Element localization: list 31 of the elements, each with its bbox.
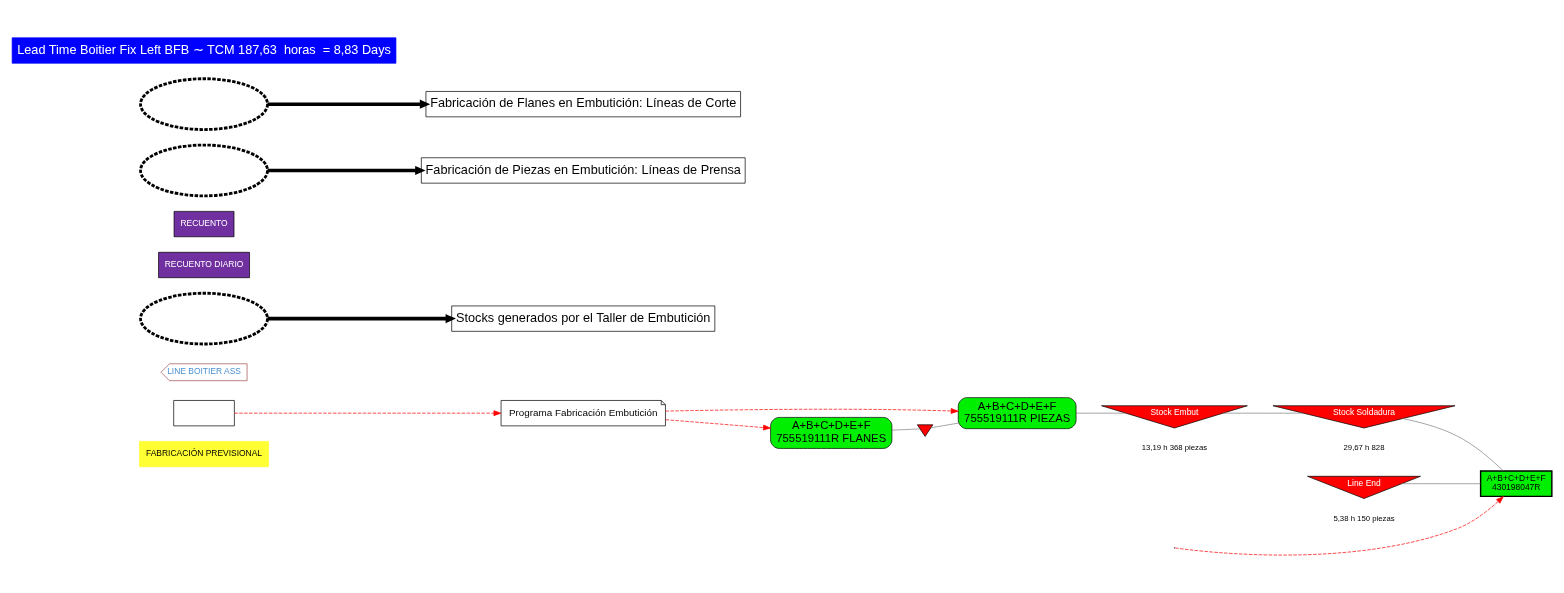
node-box: Fabricación de Piezas en Embutición: Líneas de Prensa	[421, 157, 746, 184]
node-ellipse	[139, 291, 269, 346]
node-box: RECUENTO	[173, 211, 235, 238]
node-label: 29,67 h 828	[1343, 443, 1385, 453]
node-box: RECUENTO DIARIO	[158, 251, 250, 279]
node-box: Stocks generados por el Taller de Embutición	[451, 305, 716, 332]
node-box: A+B+C+D+E+F 755519111R PIEZAS	[957, 397, 1077, 430]
arrow	[665, 408, 959, 414]
node-box: Lead Time Boitier Fix Left BFB ∼ TCM 187,63 horas = 8,83 Days	[11, 37, 397, 64]
node-box: A+B+C+D+E+F 430198047R	[1479, 470, 1553, 498]
arrow	[267, 99, 431, 109]
arrow	[267, 165, 426, 176]
arrow	[1174, 496, 1504, 556]
arrow	[665, 419, 771, 431]
connector	[1075, 412, 1127, 414]
arrow	[267, 314, 456, 324]
node-label: 13,19 h 368 piezas	[1141, 443, 1208, 453]
connector	[891, 428, 921, 431]
node-ellipse	[139, 77, 269, 131]
node-label: 5,38 h 150 piezas	[1333, 513, 1395, 523]
connector	[1222, 412, 1304, 414]
node-box	[173, 400, 235, 427]
node-box: A+B+C+D+E+F 755519111R FLANES	[770, 417, 893, 449]
node-box: FABRICACIÓN PREVISIONAL	[139, 441, 269, 468]
node-triangle	[916, 424, 934, 437]
node-box: Fabricación de Flanes en Embutición: Líneas de Corte	[425, 91, 741, 118]
connector	[1402, 418, 1504, 472]
connector	[1401, 483, 1481, 485]
connector	[930, 422, 959, 429]
node-ellipse	[139, 143, 269, 198]
arrow	[234, 410, 502, 416]
